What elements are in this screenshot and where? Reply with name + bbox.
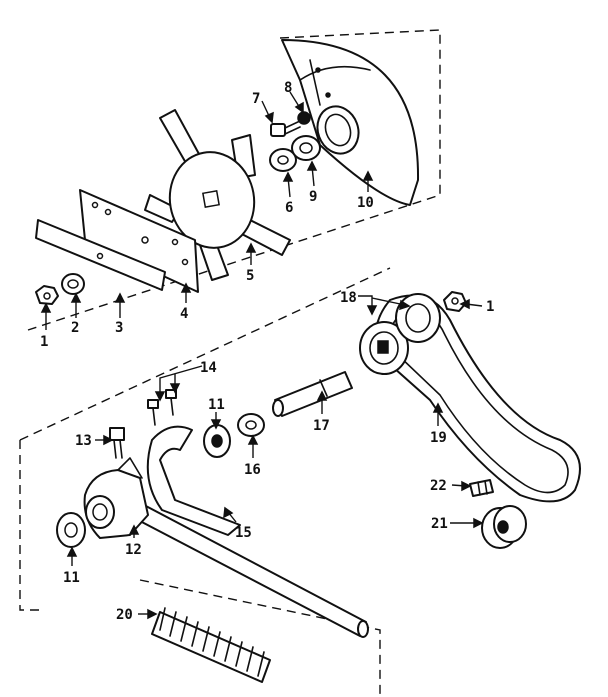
part-6-washer [269, 148, 297, 172]
callout-20: 20 [116, 607, 133, 623]
part-14-screws [147, 389, 177, 426]
section-boundaries [19, 29, 441, 697]
part-11-bearing-upper [203, 424, 231, 458]
part-5-impeller [144, 109, 291, 281]
callout-3: 3 [115, 320, 123, 336]
part-16-washer [237, 413, 265, 437]
part-17-shaft [272, 371, 353, 417]
callout-16: 16 [244, 462, 261, 478]
callout-11-lower: 11 [63, 570, 80, 586]
callout-12: 12 [125, 542, 142, 558]
callout-2: 2 [71, 320, 79, 336]
part-15-bracket [146, 425, 241, 536]
part-4-plate [79, 189, 199, 293]
callout-9: 9 [309, 189, 317, 205]
callout-11-upper: 11 [208, 397, 225, 413]
part-19-belt [375, 294, 581, 503]
callout-labels: 1 1 2 3 4 5 6 7 8 9 10 11 11 12 13 14 15… [40, 80, 494, 623]
part-11-bearing-lower [56, 512, 86, 548]
leader-arrows [40, 91, 484, 620]
part-8-nut [297, 111, 311, 125]
part-21-pulley [481, 505, 527, 549]
callout-14: 14 [200, 360, 217, 376]
callout-7: 7 [252, 91, 260, 107]
callout-17: 17 [313, 418, 330, 434]
callout-22: 22 [430, 478, 447, 494]
part-20-spring [151, 607, 271, 683]
callout-15: 15 [235, 525, 252, 541]
part-9-washer [291, 135, 321, 161]
part-1-nut-right [443, 291, 467, 312]
callout-19: 19 [430, 430, 447, 446]
part-7-bolt [270, 120, 301, 137]
part-2-washer [61, 273, 85, 295]
callout-4: 4 [180, 306, 188, 322]
callout-18: 18 [340, 290, 357, 306]
callout-1-left: 1 [40, 334, 48, 350]
callout-6: 6 [285, 200, 293, 216]
callout-10: 10 [357, 195, 374, 211]
part-10-shield [281, 39, 420, 206]
part-12-housing [83, 457, 369, 638]
part-3-wiper [35, 219, 166, 291]
part-22-set-screw [469, 479, 494, 497]
callout-1-right: 1 [486, 299, 494, 315]
callout-8: 8 [284, 80, 292, 96]
part-1-nut-left [35, 285, 59, 305]
callout-21: 21 [431, 516, 448, 532]
callout-5: 5 [246, 268, 254, 284]
callout-13: 13 [75, 433, 92, 449]
part-13-bolt [109, 427, 125, 459]
